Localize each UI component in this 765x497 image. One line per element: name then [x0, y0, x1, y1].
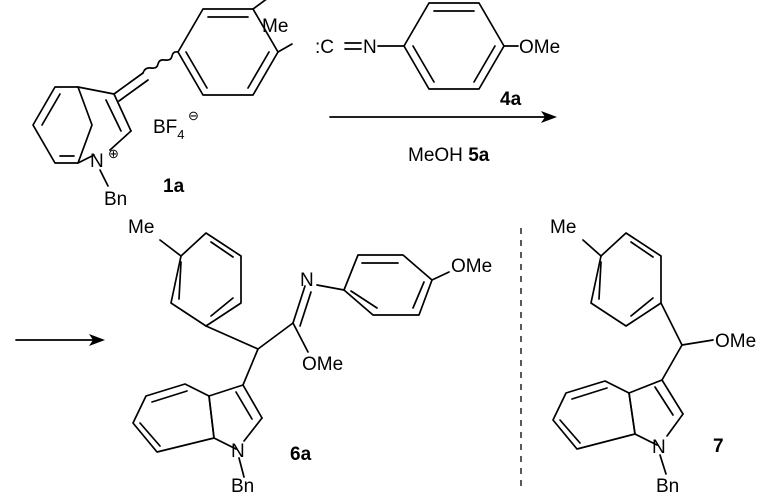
compound-1a-counterion-label: BF4 — [153, 117, 185, 142]
reaction-arrow-top — [329, 111, 557, 123]
solvent-label: MeOH — [408, 145, 463, 166]
product-6a-imine-nitrogen-label: N — [300, 270, 314, 291]
product-6a-methyl-label: Me — [128, 217, 154, 238]
compound-1a-nitrogen-label: N — [90, 151, 104, 172]
product-7-indole-nitrogen-label: N — [652, 437, 666, 458]
solvent-compound-label: 5a — [468, 145, 490, 166]
compound-1a-methyl-label: Me — [262, 16, 288, 37]
product-7-methoxy-label: OMe — [715, 331, 756, 352]
reagent-4a-label: 4a — [500, 89, 522, 110]
reagent-4a-bonds — [344, 2, 519, 90]
reaction-arrow-continuation — [15, 334, 105, 346]
compound-1a-benzyl-label: Bn — [104, 189, 127, 210]
compound-1a-label: 1a — [163, 176, 185, 197]
conditions-label: MeOH 5a — [408, 145, 490, 166]
reagent-4a-nitrogen-label: N — [363, 37, 377, 58]
product-7-benzyl-label: Bn — [656, 476, 679, 497]
product-6a-label: 6a — [290, 444, 312, 465]
product-7-label: 7 — [713, 436, 724, 457]
reagent-4a-isocyanide-label: :C — [315, 37, 334, 58]
reagent-4a-methoxy-label: OMe — [519, 37, 560, 58]
product-7-methyl-label: Me — [550, 217, 576, 238]
product-7-bonds — [552, 232, 714, 475]
reagent-4a: :C N OMe 4a — [315, 2, 560, 110]
product-6a-aryl-methoxy-label: OMe — [451, 256, 492, 277]
compound-1a-bonds — [32, 0, 293, 187]
compound-1a: Me BF4 ⊖ N ⊕ Bn 1a — [32, 0, 293, 210]
product-7: Me OMe N Bn 7 — [550, 217, 756, 497]
compound-1a-plus-charge: ⊕ — [108, 146, 119, 161]
compound-1a-minus-charge: ⊖ — [188, 108, 199, 123]
product-6a-ester-methoxy-label: OMe — [302, 354, 343, 375]
product-6a-indole-nitrogen-label: N — [231, 441, 245, 462]
product-6a: Me N OMe OMe N Bn 6a — [128, 217, 492, 497]
product-6a-benzyl-label: Bn — [231, 476, 254, 497]
product-6a-bonds — [132, 232, 450, 478]
